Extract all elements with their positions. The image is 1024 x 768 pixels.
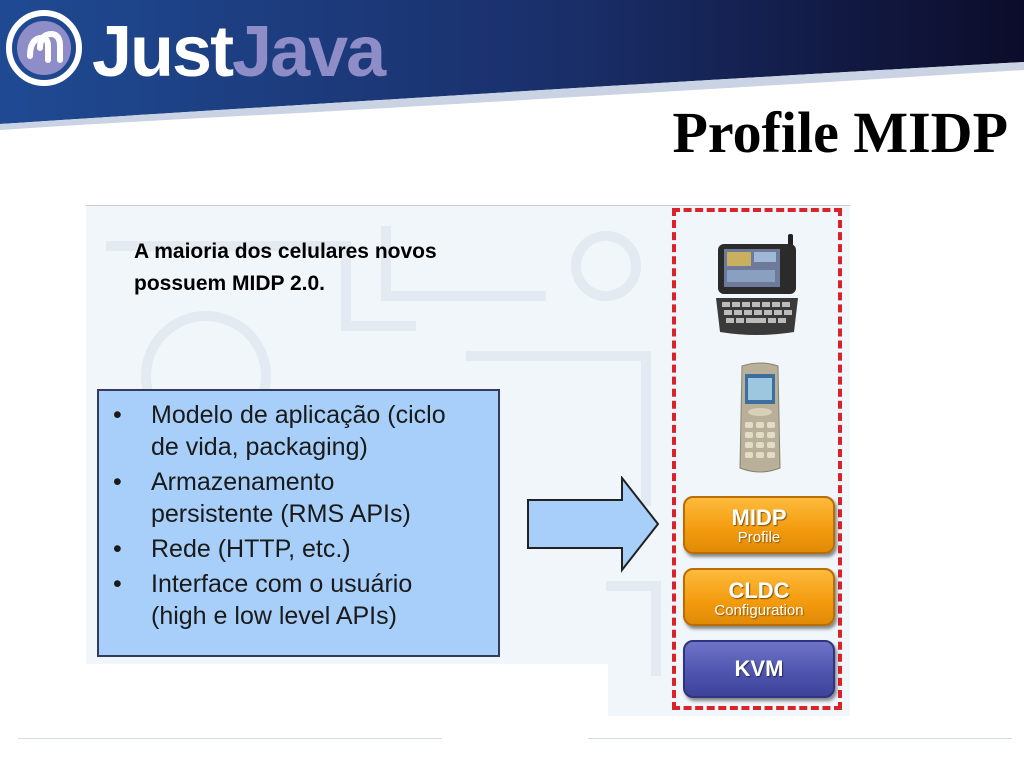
list-item: • Modelo de aplicação (ciclo de vida, pack…	[105, 399, 490, 463]
content-panel: A maioria dos celulares novos possuem MI…	[86, 205, 850, 716]
feature-line: Interface com o usuário	[151, 570, 413, 598]
banner-background	[0, 0, 1024, 130]
intro-line-2: possuem MIDP 2.0.	[134, 272, 326, 295]
brand-wordmark: JustJava	[92, 12, 386, 92]
layer-cldc: CLDC Configuration	[683, 568, 835, 626]
qwerty-phone-icon	[716, 234, 798, 335]
bullet: •	[113, 401, 122, 429]
midp-stack: MIDP Profile CLDC Configuration KVM	[672, 208, 842, 710]
layer-name: KVM	[734, 656, 784, 681]
footer-divider-left	[18, 738, 442, 739]
intro-line-1: A maioria dos celulares novos	[134, 240, 437, 263]
justjava-logo-icon	[6, 10, 82, 86]
feature-line: de vida, packaging)	[151, 433, 368, 461]
features-list: • Modelo de aplicação (ciclo de vida, pack…	[105, 399, 490, 632]
feature-line: Modelo de aplicação (ciclo	[151, 401, 446, 429]
page-title: Profile MIDP	[672, 100, 1008, 165]
layer-name: MIDP	[731, 505, 787, 530]
panel-footer-block	[86, 664, 608, 716]
feature-line: (high e low level APIs)	[151, 602, 397, 630]
layer-sub: Profile	[737, 529, 781, 546]
header-banner: JustJava Profile MIDP	[0, 0, 1024, 165]
list-item: • Armazenamento persistente (RMS APIs)	[105, 466, 490, 530]
right-arrow-icon	[527, 476, 660, 573]
brand-part1: Just	[92, 12, 234, 92]
list-item: • Interface com o usuário (high e low leve…	[105, 568, 490, 632]
bullet: •	[113, 570, 122, 598]
layer-sub: Configuration	[714, 602, 804, 619]
bullet: •	[113, 535, 122, 563]
feature-line: Rede (HTTP, etc.)	[151, 535, 351, 563]
brand-part2: Java	[232, 12, 386, 92]
feature-line: persistente (RMS APIs)	[151, 500, 411, 528]
layer-kvm: KVM	[683, 640, 835, 698]
layer-name: CLDC	[728, 578, 790, 603]
nokia-phone-icon	[739, 362, 781, 473]
feature-line: Armazenamento	[151, 468, 335, 496]
intro-text: A maioria dos celulares novos possuem MI…	[134, 236, 534, 300]
bullet: •	[113, 468, 122, 496]
layer-midp: MIDP Profile	[683, 496, 835, 554]
features-box: • Modelo de aplicação (ciclo de vida, pack…	[97, 389, 500, 657]
footer-divider-right	[588, 738, 1012, 739]
list-item: • Rede (HTTP, etc.)	[105, 533, 490, 565]
